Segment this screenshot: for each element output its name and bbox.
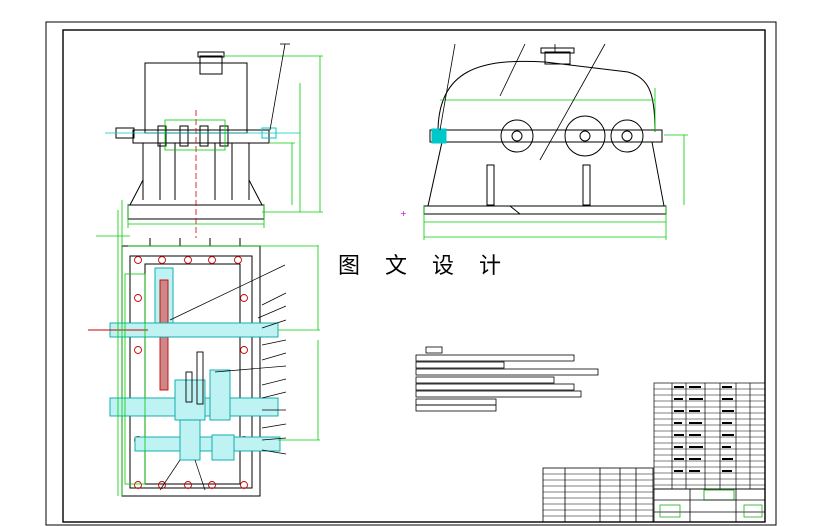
side-view (423, 47, 667, 215)
front-view-leaders (269, 43, 290, 131)
title-block-rows (543, 473, 653, 517)
sheet-inner-border (62, 29, 766, 523)
side-view-dimensions (423, 88, 688, 240)
title-block-accent (659, 504, 763, 518)
drawing-stamp-text: 图 文 设 计 (338, 254, 510, 279)
top-view-leaders (159, 264, 287, 491)
top-view-shafts (109, 267, 281, 461)
parts-list-rows (654, 388, 765, 486)
technical-requirements-block (415, 346, 599, 412)
top-view-dimensions (96, 200, 320, 496)
side-view-axis-marker: + (400, 209, 407, 218)
parts-list-entries (674, 386, 734, 472)
title-block (542, 467, 766, 523)
parts-list-table (653, 382, 766, 490)
front-view-dimensions (127, 55, 323, 228)
top-view-gears (185, 351, 204, 405)
side-view-leaders (439, 43, 606, 161)
sheet-outer-border (45, 21, 777, 526)
